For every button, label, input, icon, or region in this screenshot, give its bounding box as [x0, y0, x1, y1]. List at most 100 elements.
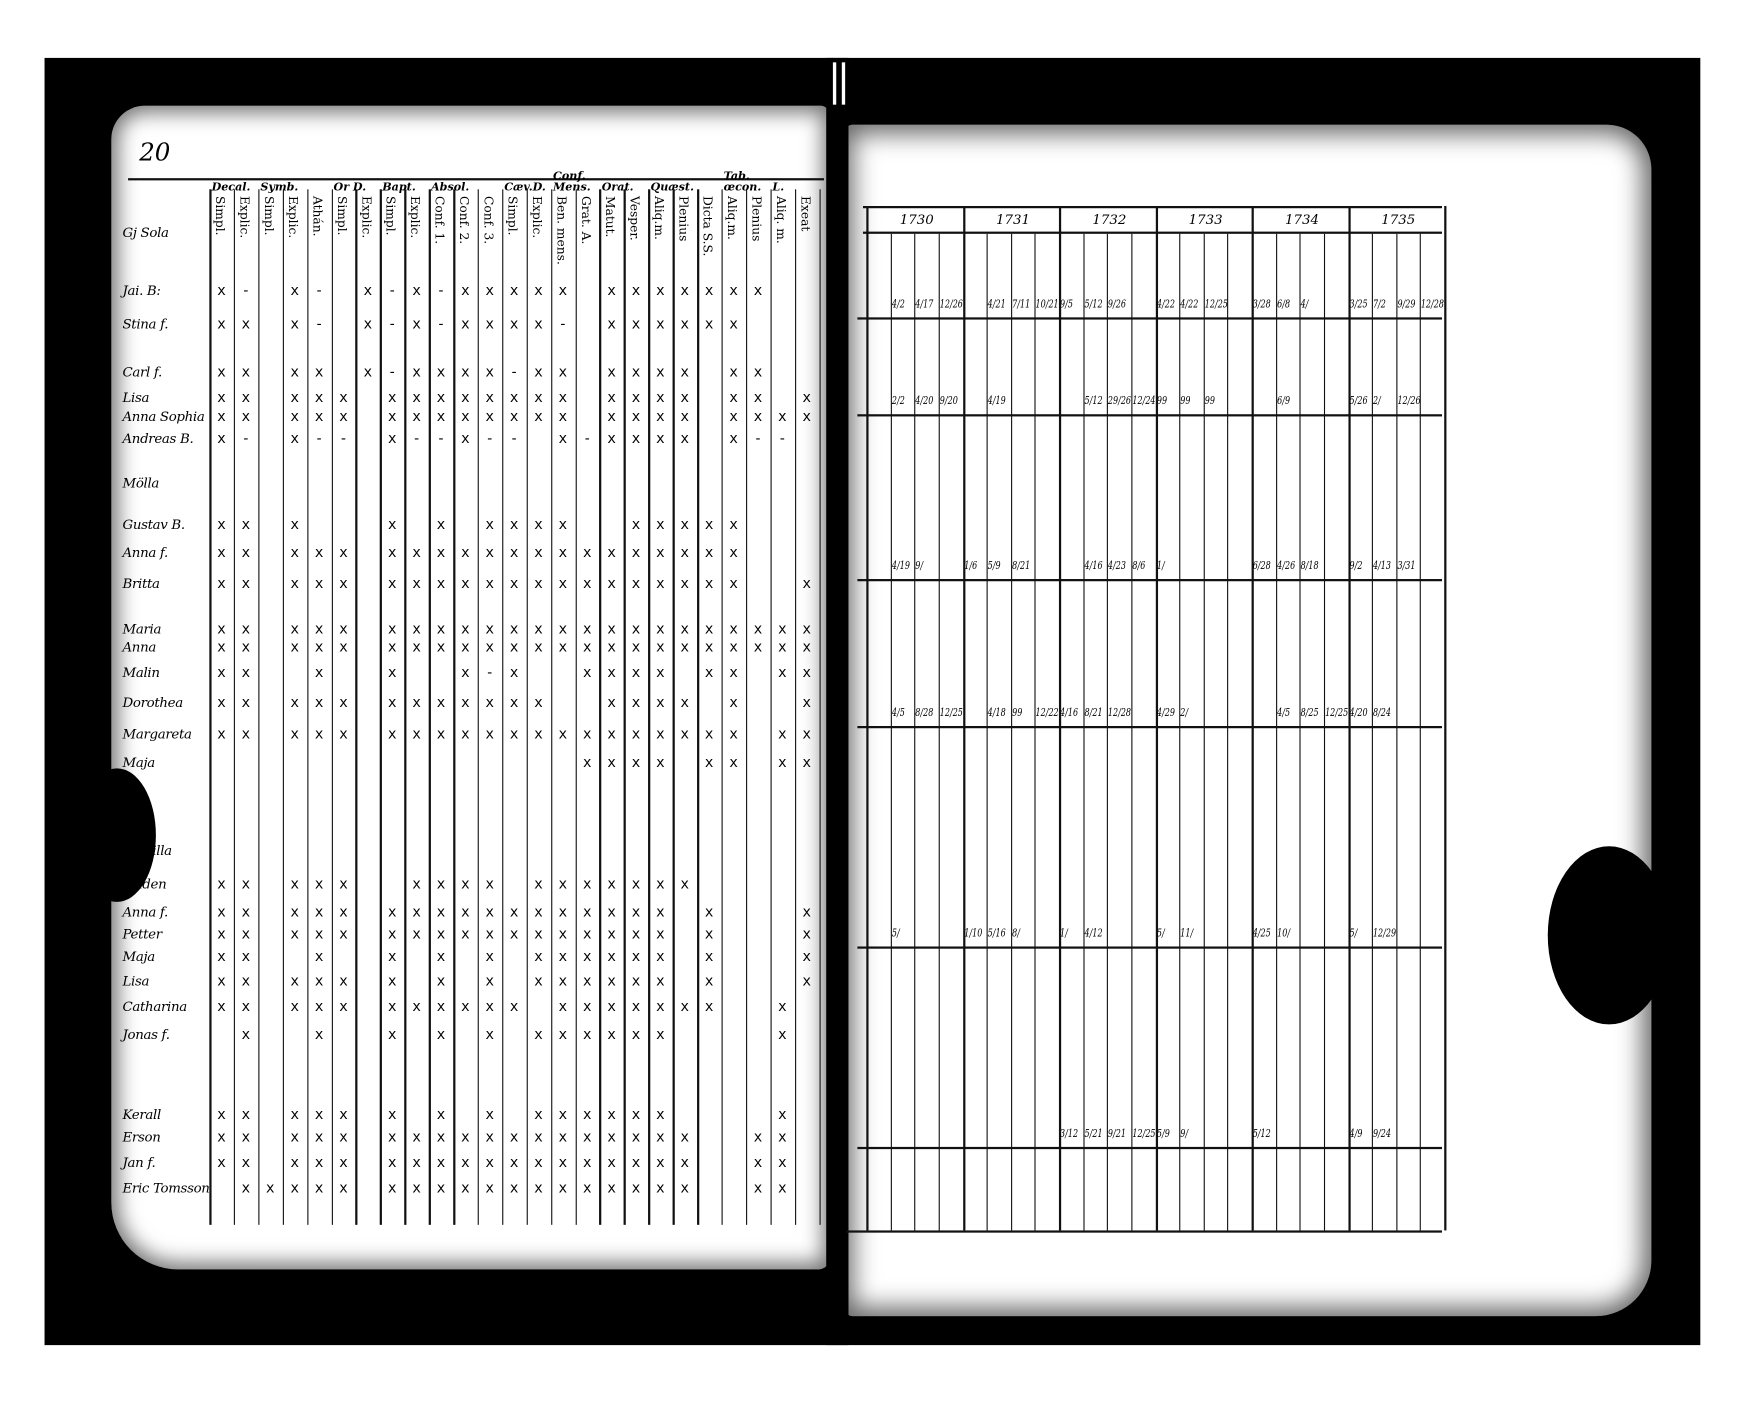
column-rule [599, 189, 602, 1225]
column-rule [818, 189, 821, 1225]
fraction-cell: 4/22 [1180, 298, 1199, 311]
fraction-cell: 5/ [891, 927, 900, 940]
fraction-cell: 4/2 [891, 298, 905, 311]
year-header: 1730 [899, 211, 934, 228]
fraction-cell: 10/ [1276, 927, 1290, 940]
row-name: Petter [122, 926, 162, 943]
fraction-cell: 9/20 [939, 395, 958, 408]
column-group-header: Tab. œcon. [723, 170, 762, 194]
fraction-cell: 5/12 [1084, 298, 1103, 311]
column-header: Explic. [237, 195, 252, 239]
row-marks: xx xxx xxxx xxxxxxx [217, 876, 852, 894]
fraction-cell: 9/21 [1108, 1127, 1127, 1141]
row-marks: xx xxx xxxxxxxxxxxxxxx xx [217, 726, 852, 743]
spine-mark [841, 62, 846, 105]
column-header: Ben. mens. [554, 195, 569, 265]
row-name: Anna Sophia [122, 408, 205, 425]
fraction-cell: 12/25 [1324, 707, 1349, 720]
row-marks: xx x x x-x xxxx xx xx [217, 664, 852, 682]
row-marks: xx xxx xxxxxxxxxxxxxxx x [217, 575, 852, 593]
column-header: Explic. [358, 195, 374, 239]
row-name: Lisa [122, 973, 150, 989]
column-rule [404, 189, 407, 1225]
fraction-cell: 4/18 [987, 707, 1006, 720]
row-rule [857, 414, 1442, 416]
row-marks: xx xxx xxxxxxxxxxxxx xx [217, 1129, 852, 1146]
column-rule [1371, 233, 1374, 1231]
column-group-header: Conf. Mens. [552, 170, 591, 194]
fraction-cell: 2/2 [891, 395, 905, 408]
column-rule [1131, 233, 1133, 1231]
fraction-cell: 5/21 [1084, 1127, 1103, 1141]
column-group-header: Orat. [601, 181, 634, 194]
year-rule [862, 231, 1442, 234]
row-marks: xx xxx xxxxxxxxxxxxx xx [217, 1154, 852, 1172]
column-group-header: Symb. [260, 181, 299, 194]
fraction-cell: 8/24 [1373, 707, 1392, 720]
year-rule [1155, 205, 1158, 1231]
fraction-cell: 12/28 [1421, 298, 1445, 311]
fraction-cell: 8/ [1011, 927, 1020, 940]
fraction-cell: 9/ [915, 560, 924, 573]
column-header: Conf. 2. [456, 195, 472, 245]
row-name: Jonas f. [122, 1026, 170, 1043]
column-header: Grat. A. [578, 195, 593, 245]
fraction-cell: 12/26 [939, 298, 963, 311]
fraction-cell: 12/28 [1108, 707, 1132, 720]
column-rule [672, 189, 675, 1225]
column-rule [890, 233, 892, 1231]
fraction-cell: 6/28 [1252, 560, 1271, 573]
column-rule [355, 189, 358, 1225]
right-page [844, 124, 1652, 1317]
row-name: Dorothea [122, 694, 183, 711]
fraction-cell: 1/ [1156, 560, 1165, 573]
column-group-header: Bapt. [382, 181, 416, 194]
fraction-cell: 4/ [1300, 298, 1309, 311]
fraction-cell: 4/5 [1276, 707, 1290, 720]
fraction-cell: 4/19 [891, 560, 910, 573]
column-rule [623, 189, 626, 1225]
fraction-cell: 3/25 [1349, 298, 1368, 311]
fraction-cell: 4/21 [987, 298, 1006, 311]
row-name: Lisa [122, 389, 150, 406]
column-rule [938, 233, 940, 1231]
column-rule [648, 189, 650, 1225]
row-marks: x x x x x xxxxxx x [217, 1026, 852, 1044]
fraction-cell: 99 [1204, 395, 1215, 408]
column-rule [1275, 233, 1277, 1231]
column-rule [1107, 233, 1109, 1231]
fraction-cell: 9/5 [1060, 298, 1073, 311]
column-header: Simpl. [505, 195, 520, 236]
row-marks [217, 475, 827, 493]
column-rule [697, 189, 699, 1225]
fraction-cell: 99 [1180, 395, 1191, 408]
row-marks: xx x x x xxxx xxxxx [217, 516, 852, 534]
column-header: Aliq.m. [651, 195, 667, 240]
row-marks: xxxxx xxxxxxxxxxxxx xx [217, 1180, 852, 1198]
fraction-cell: 8/21 [1011, 560, 1030, 573]
column-rule [745, 189, 748, 1225]
column-rule [1203, 233, 1205, 1231]
row-marks: xx xxx xxxxxxxx xxxx xxxx [217, 408, 852, 426]
row-rule [857, 726, 1442, 728]
fraction-cell: 4/25 [1252, 927, 1271, 940]
column-rule [453, 189, 455, 1225]
row-marks: xx xxx xxxxxxxxxxxxxxxxxx [217, 621, 852, 639]
header-rule [128, 178, 824, 180]
column-rule [282, 189, 285, 1225]
fraction-cell: 6/9 [1276, 395, 1290, 408]
fraction-cell: 8/6 [1132, 560, 1146, 573]
column-header: Plenius [749, 195, 764, 242]
fraction-cell: 12/25 [939, 707, 963, 720]
fraction-cell: 12/25 [1132, 1127, 1156, 1141]
fraction-cell: 1/10 [963, 927, 982, 940]
fraction-cell: 4/22 [1156, 298, 1175, 311]
row-rule [857, 317, 1442, 320]
row-marks: xx xxx xxxxxxxxxxxxxxx [217, 544, 852, 562]
row-name: Gj Sola [122, 224, 169, 241]
row-name: Anna f. [122, 904, 168, 920]
fraction-cell: 99 [1011, 707, 1023, 720]
row-name: Andreas B. [122, 430, 194, 447]
row-name: Jan f. [122, 1154, 156, 1171]
column-rule [1034, 233, 1036, 1231]
